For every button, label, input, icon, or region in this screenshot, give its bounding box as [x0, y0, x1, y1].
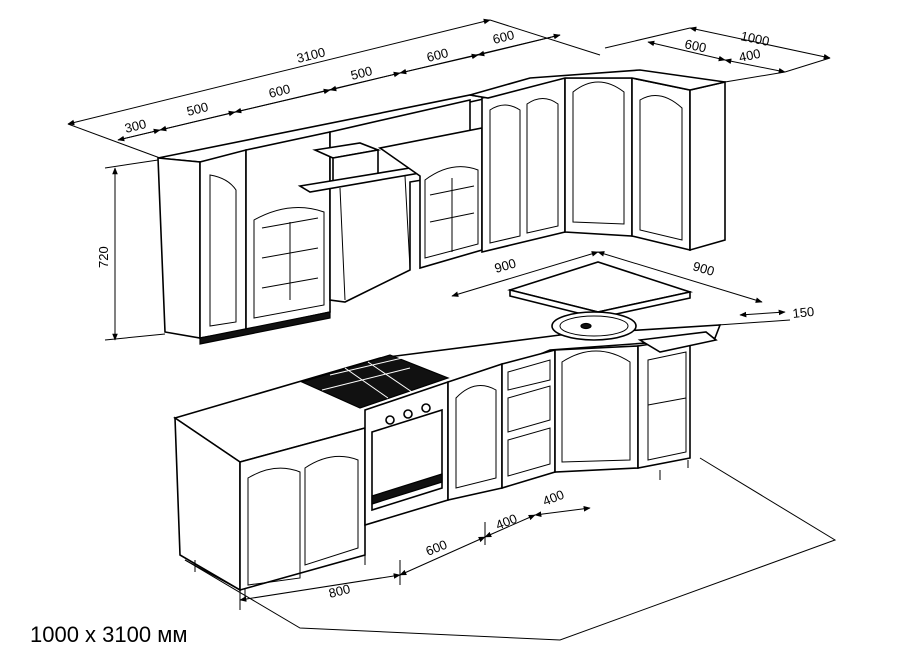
dim-500b: 500	[349, 63, 374, 83]
dim-500a: 500	[185, 99, 210, 119]
upper-cabinets	[157, 69, 726, 345]
dim-600-floor: 600	[424, 537, 450, 559]
dim-600-right: 600	[683, 36, 707, 55]
dim-720: 720	[96, 246, 111, 268]
dim-600b: 600	[425, 45, 450, 65]
dim-400-floor-b: 400	[541, 487, 567, 509]
dim-1000: 1000	[739, 28, 770, 49]
dim-900-right: 900	[691, 258, 716, 278]
dim-3100: 3100	[295, 44, 327, 66]
dim-300: 300	[123, 116, 148, 136]
base-cabinets	[173, 311, 722, 598]
dim-600a: 600	[267, 81, 292, 101]
dim-150: 150	[792, 304, 815, 321]
dim-600c: 600	[491, 27, 516, 47]
size-caption: 1000 x 3100 мм	[30, 622, 188, 647]
dim-900-left: 900	[493, 255, 518, 275]
dim-400-right: 400	[738, 46, 762, 65]
dim-800: 800	[327, 581, 352, 601]
dimension-lines	[67, 18, 831, 610]
dim-400-floor-a: 400	[494, 511, 520, 533]
